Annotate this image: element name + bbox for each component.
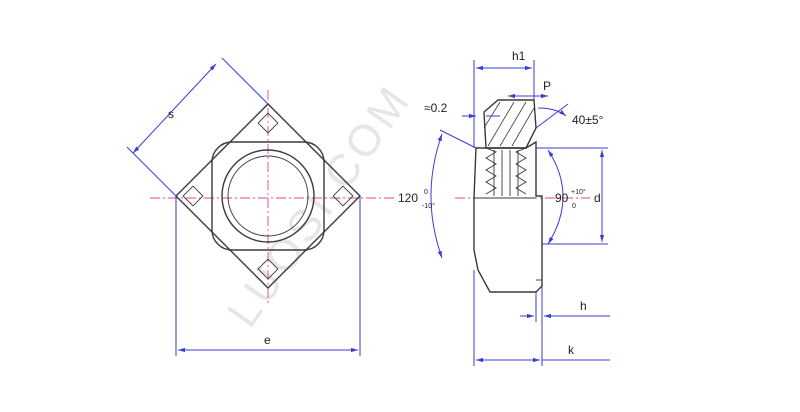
p-label: P [543,79,551,93]
k-label: k [568,343,575,357]
front-view: s e [126,57,395,356]
angle40-label: 40±5° [572,113,604,127]
pilot-boss [211,141,325,251]
angle90-arc [547,149,564,245]
bottom-corner-chamfer [261,281,275,289]
hatch-1 [487,101,515,147]
approx-label: ≈0.2 [424,101,448,115]
angle120-lower-tolerance: -10° [422,202,435,210]
s-extension-top [221,57,269,105]
side-view: h1 P ≈0.2 40±5° 120 0 -10° 90 +10° 0 d [398,49,610,366]
thread-inner-circle [227,155,309,237]
e-label: e [264,333,271,347]
weld-pad-left [182,185,204,207]
h1-label: h1 [512,49,526,63]
s-extension-left [126,146,177,197]
angle90-lower-tolerance: 0 [572,203,576,210]
s-label: s [168,107,174,121]
angle120-arc [430,133,443,259]
weld-pad-bottom [257,258,279,280]
angle120-upper-tolerance: 0 [424,189,428,196]
h-label: h [580,299,587,313]
hatch-4 [483,101,501,129]
nut-body-section [473,140,543,293]
angle120-extension [439,129,477,149]
thread-profile-right [514,147,527,195]
angle40-arc [537,107,567,117]
angle120-base: 120 [398,191,418,205]
d-label: d [594,191,601,205]
weld-pad-right [332,185,354,207]
angle90-base: 90 [555,191,569,205]
thread-profile-left [485,147,498,195]
pilot-section [483,99,537,149]
hatch-2 [499,101,527,147]
s-dimension-line [132,63,217,154]
hatch-3 [511,107,535,147]
watermark: LUOSI.COM [218,76,420,336]
weld-pad-top [257,112,279,134]
thread-outer-circle [221,149,315,243]
angle90-upper-tolerance: +10° [571,188,586,196]
angle40-extension [535,103,569,129]
